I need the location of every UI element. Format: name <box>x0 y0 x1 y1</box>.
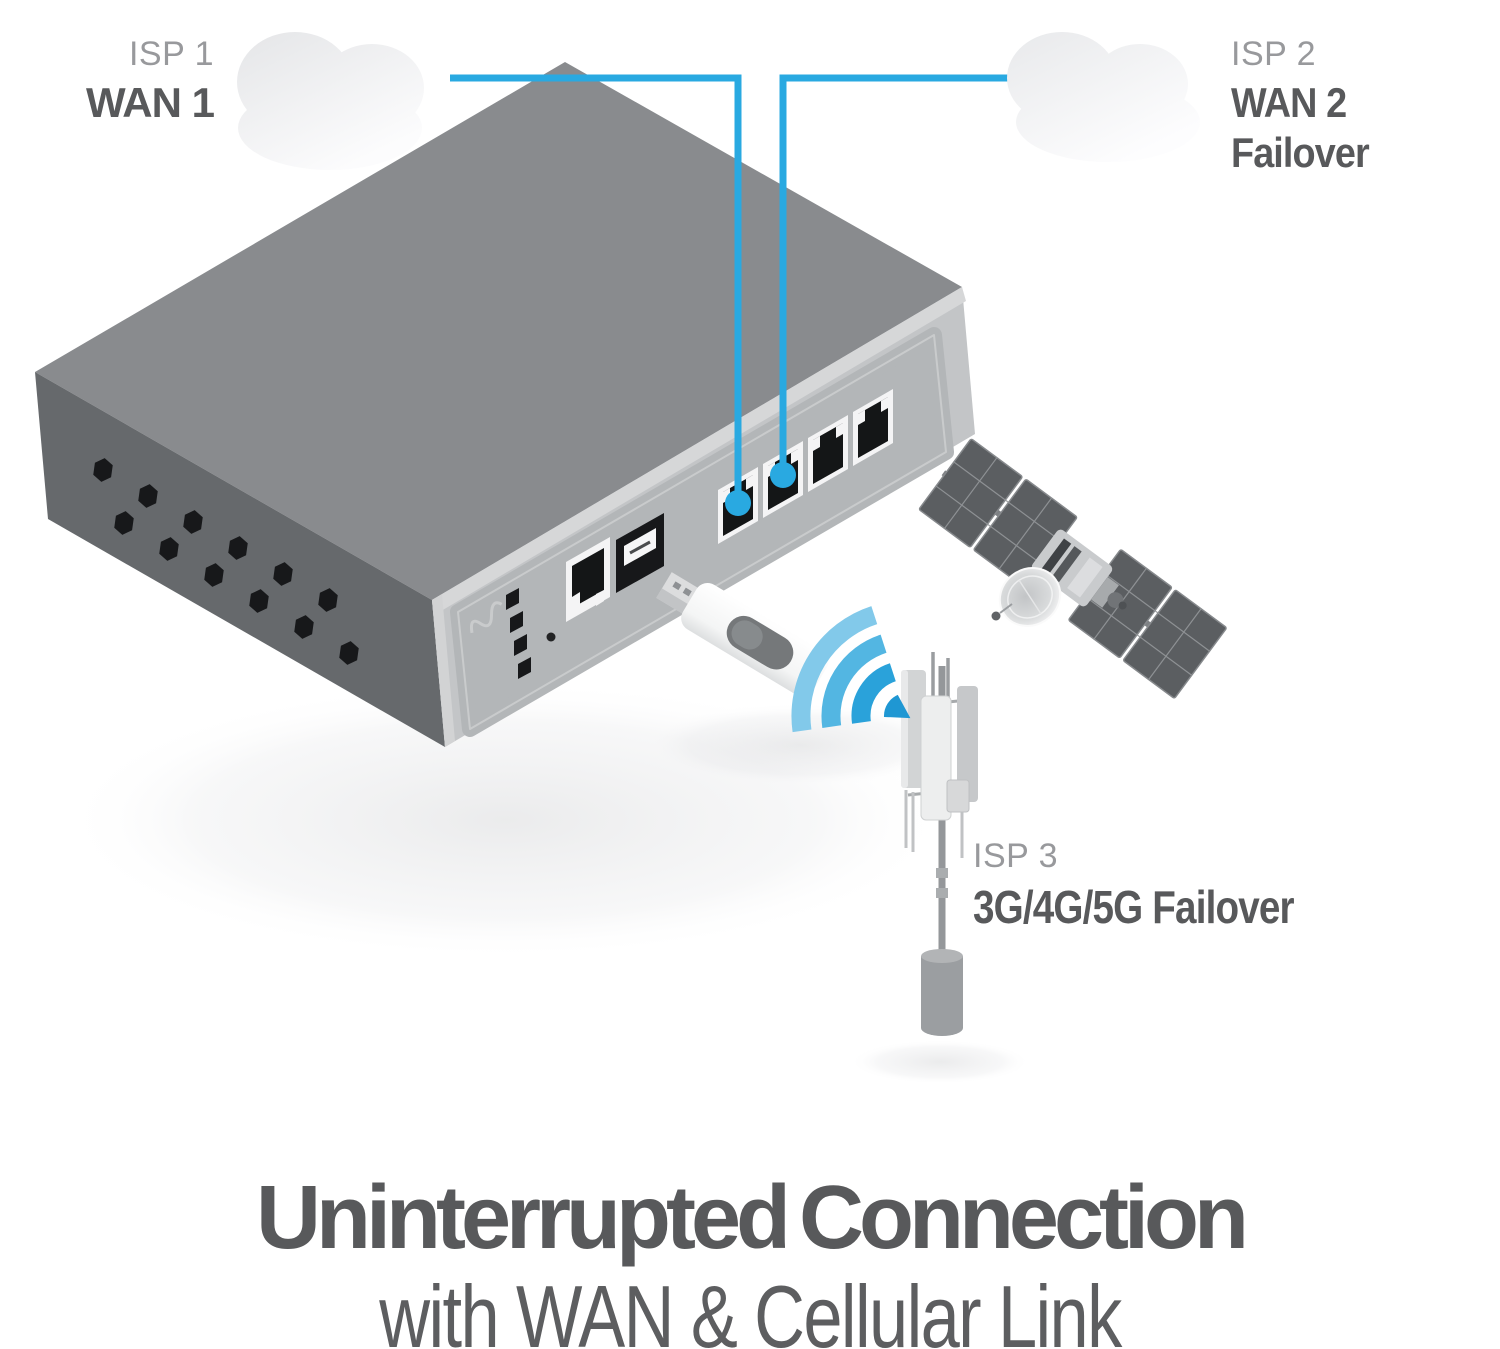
wan1-port-dot <box>725 490 751 516</box>
wan2-failover-label: WAN 2 Failover <box>1231 79 1370 176</box>
wan1-label: WAN 1 <box>85 79 215 127</box>
satellite-dish <box>998 567 1062 627</box>
usb-modem-icon <box>656 572 829 697</box>
isp1-cloud-icon <box>237 32 424 170</box>
isp1-label-block: ISP 1 WAN 1 <box>0 34 215 128</box>
satellite-body-slat <box>1041 538 1072 575</box>
usb-connector-hole <box>672 581 682 591</box>
ground-shadows <box>60 680 1030 1084</box>
usb-connector-hole <box>682 587 692 597</box>
headline-block: Uninterrupted Connection with WAN & Cell… <box>0 1168 1500 1349</box>
tower-equipment-box <box>946 779 970 813</box>
cellular-failover-label: 3G/4G/5G Failover <box>973 881 1295 934</box>
reset-button <box>546 632 556 642</box>
led-indicators <box>506 588 531 679</box>
wifi-arc-1 <box>851 663 897 724</box>
front-top-bevel <box>432 287 966 614</box>
wifi-arc-3 <box>791 606 878 733</box>
wan2-cable-line <box>779 74 1008 472</box>
router-device-icon <box>35 62 975 747</box>
router-top-face <box>35 62 962 600</box>
mast-collar <box>936 868 948 878</box>
ethernet-port-4 <box>853 389 893 466</box>
antenna-panel-right <box>957 686 978 802</box>
modem-window-highlight <box>731 620 763 650</box>
satellite-body-highlight <box>1067 557 1103 598</box>
wifi-signal-icon <box>791 606 911 733</box>
isp3-label-block: ISP 3 3G/4G/5G Failover <box>973 836 1355 934</box>
isp2-cloud-icon <box>1007 32 1200 162</box>
tower-shadow <box>850 1040 1030 1084</box>
wifi-arc-2 <box>821 634 887 728</box>
tower-base-cylinder <box>921 956 963 1036</box>
isp2-label-block: ISP 2 WAN 2 Failover <box>1231 34 1500 177</box>
wan2-port-dot <box>770 462 796 488</box>
ethernet-port-3 <box>808 415 848 492</box>
satellite-thruster-tip <box>1118 601 1127 610</box>
mast-collar <box>936 888 948 898</box>
wan1-cable-line <box>450 74 742 500</box>
headline-title: Uninterrupted Connection <box>256 1168 1249 1268</box>
dish-feed-arm <box>999 603 1013 614</box>
isp3-provider-label: ISP 3 <box>973 837 1059 875</box>
satellite-body <box>1031 529 1113 607</box>
satellite-body-slat <box>1051 546 1082 583</box>
console-port <box>566 537 610 622</box>
wan-cables <box>450 74 1008 500</box>
satellite-neck <box>1091 576 1119 608</box>
front-panel-groove <box>457 334 947 730</box>
modem-shadow <box>640 703 960 787</box>
antenna-panel-front <box>920 695 952 821</box>
antenna-panel-left-edge <box>901 670 908 788</box>
dish-feed <box>991 611 1001 621</box>
isp1-provider-label: ISP 1 <box>128 35 214 73</box>
front-left-bevel <box>432 594 455 747</box>
tower-base-top <box>921 949 963 963</box>
cell-tower-icon <box>901 652 978 1036</box>
wifi-dot <box>883 694 911 719</box>
usb-connector-shade <box>656 588 692 616</box>
isp2-provider-label: ISP 2 <box>1231 35 1317 73</box>
brand-logo <box>469 601 503 634</box>
satellite-icon <box>918 438 1227 699</box>
headline-subtitle: with WAN & Cellular Link <box>379 1266 1122 1349</box>
usb-port <box>616 513 664 593</box>
